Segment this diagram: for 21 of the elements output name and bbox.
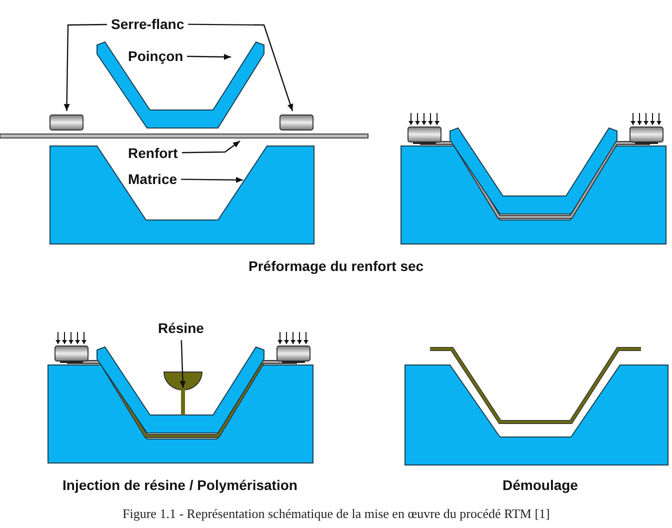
arrow bbox=[64, 24, 107, 111]
part-label: Renfort bbox=[128, 145, 178, 161]
arrow bbox=[187, 54, 231, 60]
part-label: Serre-flanc bbox=[111, 16, 184, 32]
part-label: Résine bbox=[158, 320, 204, 336]
reinforcement-sheet bbox=[0, 134, 368, 138]
arrow bbox=[181, 176, 243, 183]
part-label: Matrice bbox=[128, 171, 178, 187]
punch-shape bbox=[96, 41, 264, 128]
resin-cup bbox=[164, 372, 202, 415]
blank-holder-block bbox=[280, 114, 314, 130]
step-caption: Démoulage bbox=[502, 477, 578, 493]
arrow bbox=[180, 340, 186, 388]
step-caption: Préformage du renfort sec bbox=[248, 258, 424, 274]
figure-caption: Figure 1.1 - Représentation schématique de la mise en œuvre du procédé RTM [1] bbox=[122, 506, 550, 522]
part-label: Poinçon bbox=[128, 48, 184, 64]
arrow bbox=[188, 24, 294, 112]
die-block bbox=[50, 146, 314, 244]
arrow bbox=[182, 140, 240, 154]
step-caption: Injection de résine / Polymérisation bbox=[62, 477, 298, 493]
blank-holder-block bbox=[50, 114, 84, 130]
